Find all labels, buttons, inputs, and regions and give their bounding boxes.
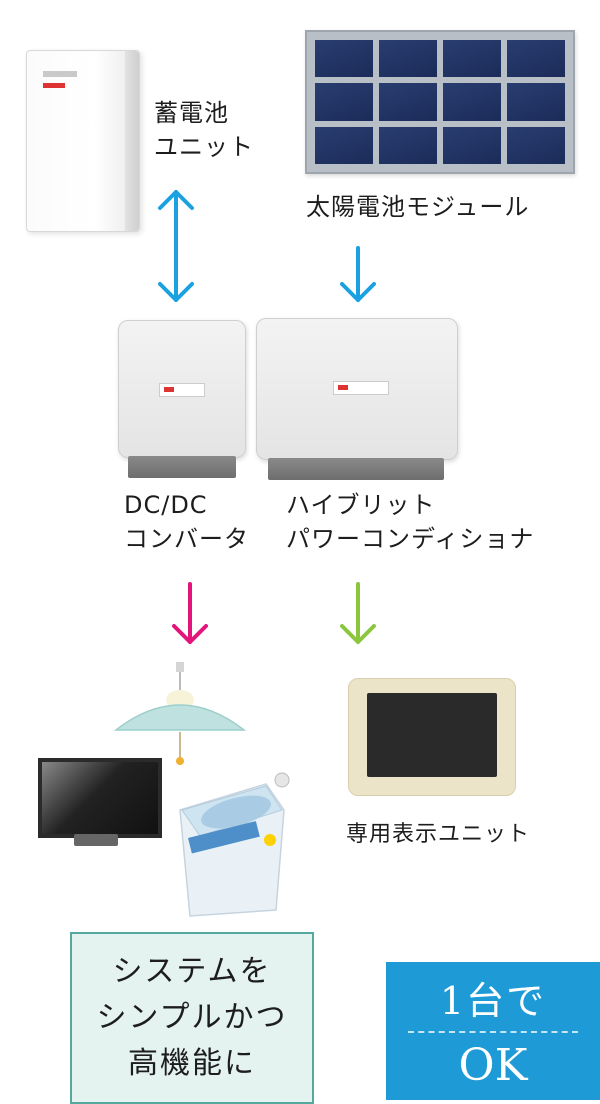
battery-unit-label: 蓄電池 ユニット [154,96,254,164]
power-conditioner-icon [256,318,458,460]
one-unit-line1: 1台で [439,979,547,1023]
dcdc-converter-base [128,456,236,478]
tv-icon [38,758,162,838]
system-callout: システムを シンプルかつ 高機能に [70,932,314,1104]
system-callout-line1: システムを [112,954,272,989]
dcdc-label-line2: コンバータ [124,525,249,553]
power-conditioner-base [268,458,444,480]
hybrid-pcs-label: ハイブリット パワーコンディショナ [286,488,534,556]
solar-module-label: 太陽電池モジュール [306,193,530,221]
solar-panel-icon [305,30,575,174]
dcdc-converter-icon [118,320,246,458]
system-callout-line3: 高機能に [127,1046,256,1081]
tv-stand [74,834,118,846]
badge-divider [408,1031,578,1033]
display-unit-label: 専用表示ユニット [346,822,531,847]
hybrid-pcs-label-line2: パワーコンディショナ [286,525,535,553]
dcdc-label-line1: DC/DC [124,491,208,519]
one-unit-ok-badge: 1台で OK [386,962,600,1100]
battery-unit-label-line1: 蓄電池 [154,99,229,127]
pendant-lamp-icon [113,662,247,765]
display-down-arrow [340,582,376,644]
dcdc-converter-label: DC/DC コンバータ [124,488,249,556]
display-unit-icon [348,678,516,796]
system-callout-line2: シンプルかつ [96,1000,288,1035]
hybrid-pcs-label-line1: ハイブリット [286,491,436,519]
bidirectional-arrow [158,190,194,302]
one-unit-line2: OK [458,1040,528,1091]
washing-machine-icon [179,772,290,917]
battery-unit-label-line2: ユニット [154,133,254,161]
appliance-down-arrow [172,582,208,644]
battery-unit-icon [26,50,140,232]
solar-down-arrow [340,246,376,302]
